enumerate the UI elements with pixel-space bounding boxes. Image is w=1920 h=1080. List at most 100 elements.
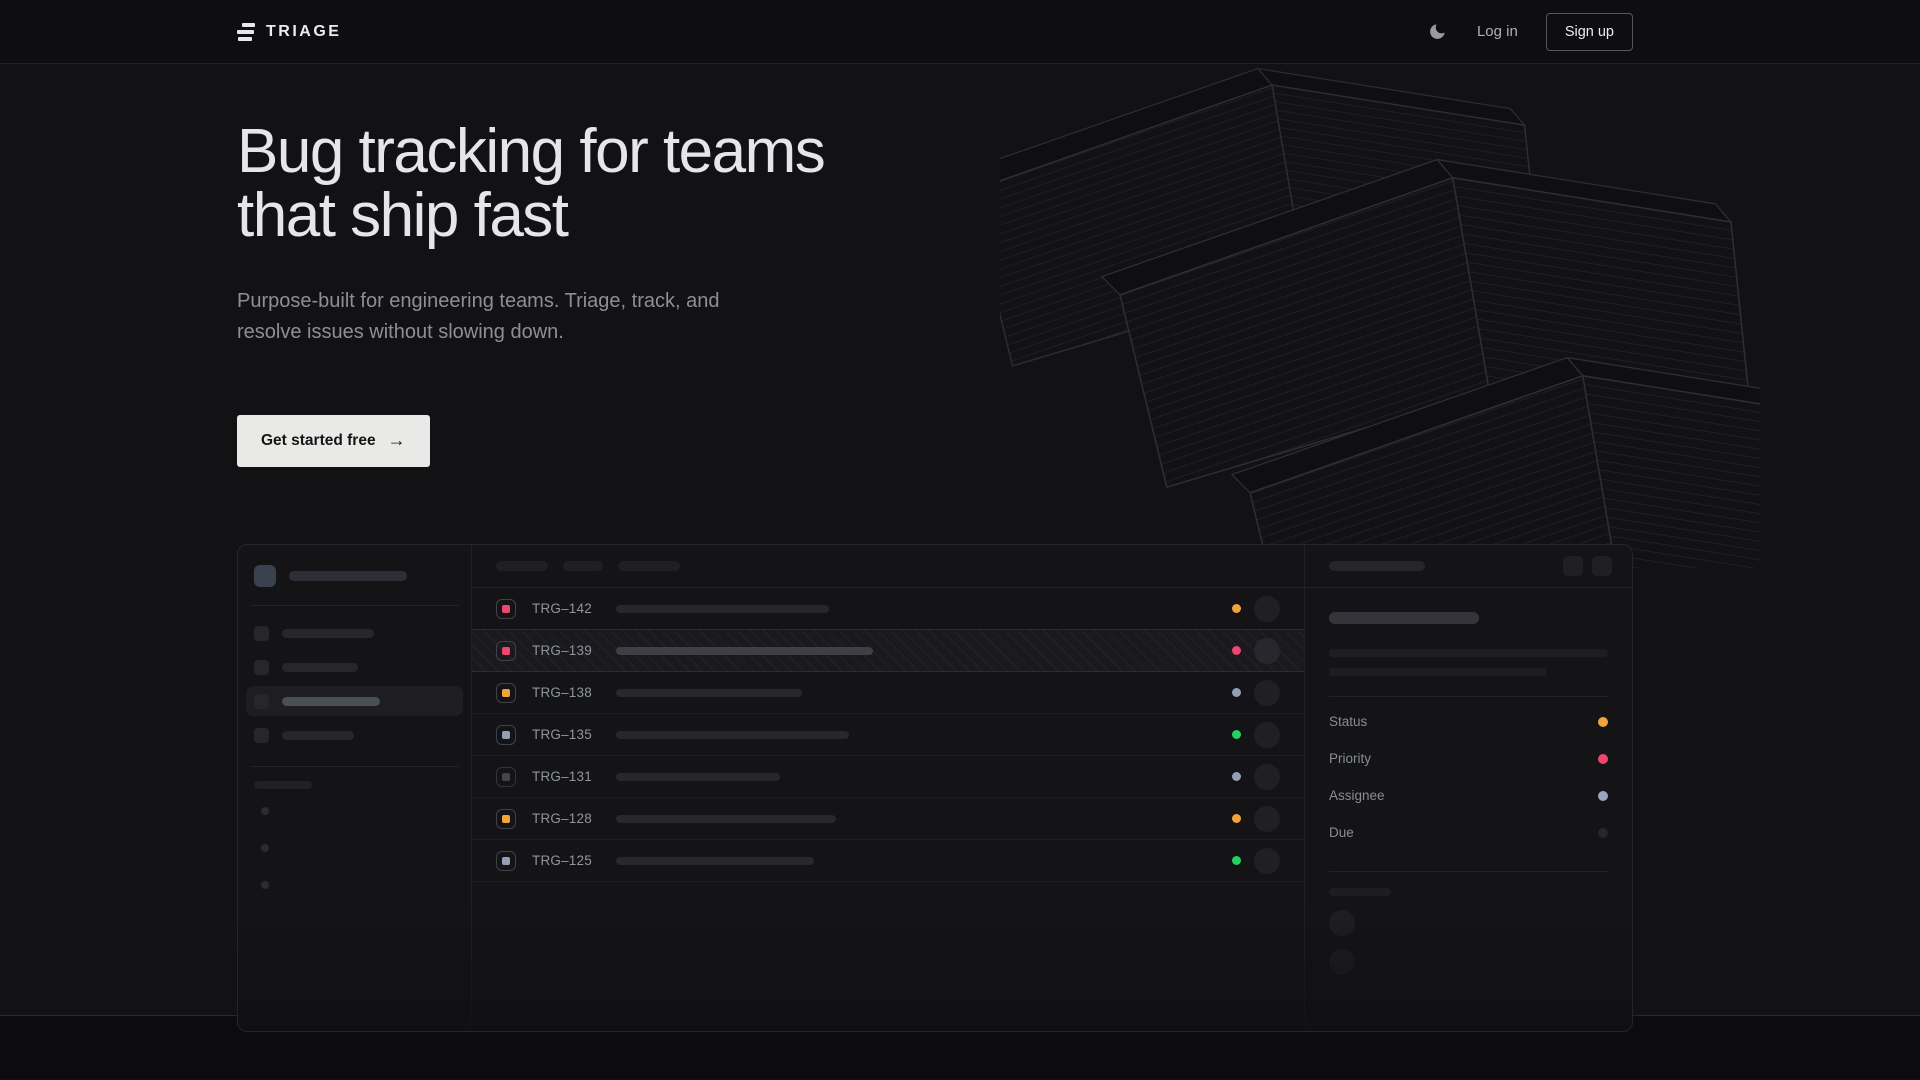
skeleton-description-line <box>1329 668 1547 676</box>
theme-toggle-button[interactable] <box>1427 21 1449 43</box>
workspace-avatar <box>254 565 276 587</box>
sidebar-bullet <box>261 881 269 889</box>
issue-row[interactable]: TRG–138 <box>472 672 1304 714</box>
issue-state-icon <box>496 598 516 619</box>
top-navigation: TRIAGE Log in Sign up <box>0 0 1920 64</box>
skeleton-issue-title <box>616 730 849 739</box>
activity-avatar <box>1329 910 1355 936</box>
status-dot <box>1232 856 1241 865</box>
skeleton-section-label <box>254 781 312 789</box>
field-value-dot <box>1598 716 1608 727</box>
app-preview-card: TRG–142 TRG–139 <box>237 544 1633 1032</box>
skeleton-workspace-name <box>289 571 407 581</box>
detail-field-row[interactable]: Status <box>1329 703 1608 740</box>
panel-divider <box>1329 696 1608 697</box>
status-dot <box>1232 730 1241 739</box>
panel-action-button[interactable] <box>1592 556 1612 576</box>
sidebar-divider <box>250 605 459 606</box>
skeleton-panel-title <box>1329 561 1425 571</box>
skeleton-bar <box>282 730 354 740</box>
issue-list-header <box>472 545 1304 588</box>
skeleton-activity-label <box>1329 888 1391 896</box>
field-label: Status <box>1329 714 1368 729</box>
issue-row[interactable]: TRG–135 <box>472 714 1304 756</box>
skeleton-filter-tab[interactable] <box>496 561 548 571</box>
skeleton-filter-tab[interactable] <box>563 561 603 571</box>
nav-item-icon <box>254 659 269 675</box>
issue-state-icon <box>496 808 516 829</box>
skeleton-filter-tab[interactable] <box>618 561 680 571</box>
nav-item-icon <box>254 727 269 743</box>
issue-row[interactable]: TRG–128 <box>472 798 1304 840</box>
issue-list: TRG–142 TRG–139 <box>472 545 1305 1031</box>
nav-item-icon <box>254 693 269 709</box>
nav-item-icon <box>254 625 269 641</box>
issue-state-icon <box>496 640 516 661</box>
sidebar-nav-item[interactable] <box>246 652 463 682</box>
sidebar-nav-item[interactable] <box>246 618 463 648</box>
status-dot <box>1232 772 1241 781</box>
field-value-dot <box>1598 790 1608 801</box>
login-link[interactable]: Log in <box>1476 23 1518 40</box>
skeleton-issue-title <box>1329 612 1479 624</box>
status-dot <box>1232 604 1241 613</box>
skeleton-issue-title <box>616 688 802 697</box>
detail-field-row[interactable]: Assignee <box>1329 777 1608 814</box>
signup-button[interactable]: Sign up <box>1545 12 1633 51</box>
brand-name: TRIAGE <box>266 22 342 40</box>
hero-subtitle: Purpose-built for engineering teams. Tri… <box>237 290 720 343</box>
nav-actions: Log in Sign up <box>1427 12 1633 51</box>
sidebar-bullet <box>261 844 269 852</box>
skeleton-bar <box>282 628 374 638</box>
issue-state-icon <box>496 850 516 871</box>
skeleton-issue-title <box>616 856 814 865</box>
sidebar-bullet <box>261 807 269 815</box>
issue-row[interactable]: TRG–125 <box>472 840 1304 882</box>
skeleton-issue-title <box>616 646 873 655</box>
assignee-avatar <box>1254 805 1280 832</box>
issue-id: TRG–128 <box>532 811 592 826</box>
field-label: Priority <box>1329 751 1372 766</box>
panel-divider <box>1329 871 1608 872</box>
issue-id: TRG–139 <box>532 643 592 658</box>
assignee-avatar <box>1254 595 1280 622</box>
status-dot <box>1232 646 1241 655</box>
skeleton-bar <box>282 696 380 706</box>
triage-logo-icon <box>237 22 255 41</box>
brand[interactable]: TRIAGE <box>237 22 342 41</box>
issue-row[interactable]: TRG–142 <box>472 588 1304 630</box>
sidebar-divider <box>250 766 459 767</box>
issue-row[interactable]: TRG–131 <box>472 756 1304 798</box>
assignee-avatar <box>1254 763 1280 790</box>
workspace-switcher[interactable] <box>254 563 455 589</box>
arrow-right-icon: → <box>387 429 406 450</box>
detail-field-row[interactable]: Priority <box>1329 740 1608 777</box>
issue-state-icon <box>496 724 516 745</box>
issue-id: TRG–131 <box>532 769 592 784</box>
sidebar-nav-item-active[interactable] <box>246 686 463 716</box>
skeleton-issue-title <box>616 814 836 823</box>
get-started-button[interactable]: Get started free → <box>237 415 430 467</box>
assignee-avatar <box>1254 637 1280 664</box>
skeleton-bar <box>282 662 358 672</box>
issue-state-icon <box>496 682 516 703</box>
field-value-dot <box>1598 827 1608 838</box>
issue-id: TRG–135 <box>532 727 592 742</box>
field-label: Assignee <box>1329 788 1385 803</box>
activity-avatar <box>1329 949 1355 975</box>
issue-row[interactable]: TRG–139 <box>472 629 1304 672</box>
issue-id: TRG–138 <box>532 685 592 700</box>
sidebar-nav-item[interactable] <box>246 720 463 750</box>
moon-icon <box>1430 24 1446 39</box>
skeleton-description-line <box>1329 649 1608 657</box>
panel-action-button[interactable] <box>1563 556 1583 576</box>
preview-sidebar <box>238 545 472 1031</box>
issue-state-icon <box>496 766 516 787</box>
skeleton-issue-title <box>616 772 780 781</box>
assignee-avatar <box>1254 679 1280 706</box>
status-dot <box>1232 814 1241 823</box>
detail-field-row[interactable]: Due <box>1329 814 1608 851</box>
issue-id: TRG–142 <box>532 601 592 616</box>
